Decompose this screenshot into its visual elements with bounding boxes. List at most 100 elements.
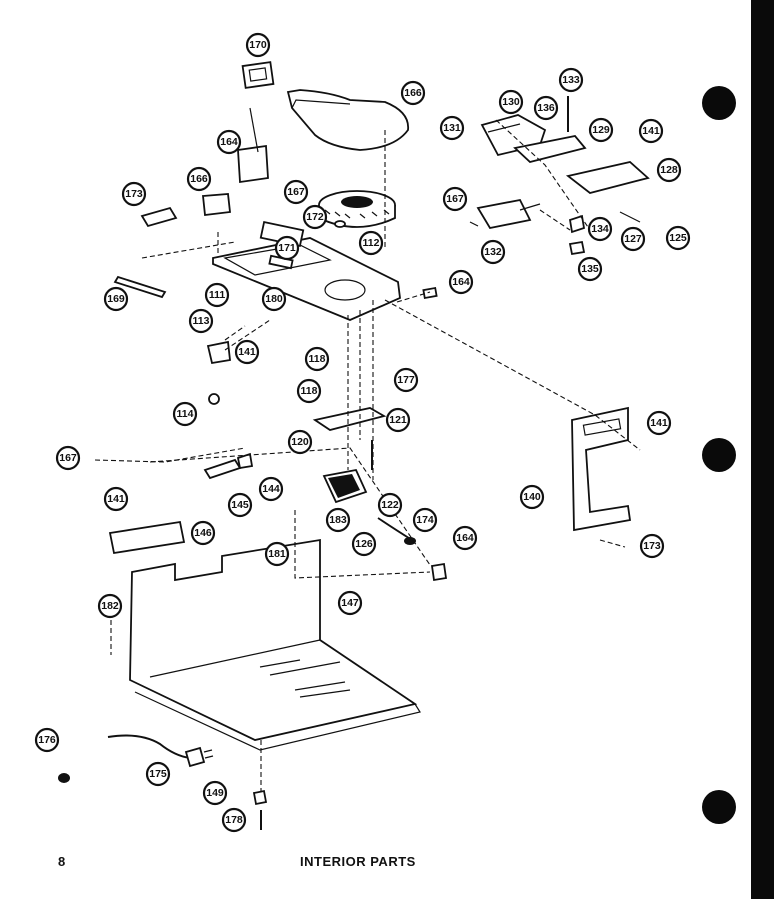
callout-164: 164 <box>452 525 478 551</box>
callout-176: 176 <box>34 727 60 753</box>
callout-125: 125 <box>665 225 691 251</box>
svg-text:175: 175 <box>149 768 167 780</box>
callout-146: 146 <box>190 520 216 546</box>
svg-text:141: 141 <box>650 417 668 429</box>
callout-166: 166 <box>186 166 212 192</box>
svg-text:132: 132 <box>484 246 502 258</box>
svg-text:182: 182 <box>101 600 119 612</box>
callout-122: 122 <box>377 492 403 518</box>
callout-121: 121 <box>385 407 411 433</box>
power-cord <box>107 734 214 768</box>
blower-housing <box>241 61 409 151</box>
callout-178: 178 <box>221 807 247 833</box>
leader-lines <box>94 107 641 792</box>
svg-text:166: 166 <box>190 173 208 185</box>
callout-164: 164 <box>216 129 242 155</box>
callout-113: 113 <box>188 308 214 334</box>
binder-edge <box>751 0 774 899</box>
svg-text:122: 122 <box>381 499 399 511</box>
svg-text:133: 133 <box>562 74 580 86</box>
page-number: 8 <box>58 854 66 869</box>
svg-text:173: 173 <box>125 188 143 200</box>
svg-text:167: 167 <box>287 186 305 198</box>
callout-147: 147 <box>337 590 363 616</box>
svg-text:114: 114 <box>177 408 194 420</box>
callout-141: 141 <box>103 486 129 512</box>
callout-167: 167 <box>55 445 81 471</box>
svg-text:145: 145 <box>231 499 249 511</box>
callout-145: 145 <box>227 492 253 518</box>
svg-text:135: 135 <box>581 263 599 275</box>
callout-171: 171 <box>274 235 300 261</box>
callout-141: 141 <box>646 410 672 436</box>
upper-left-plates <box>113 144 269 299</box>
callout-128: 128 <box>656 157 682 183</box>
svg-text:178: 178 <box>225 814 243 826</box>
svg-text:164: 164 <box>456 532 474 544</box>
svg-text:126: 126 <box>355 538 373 550</box>
fan-pulley <box>318 190 396 228</box>
svg-text:177: 177 <box>397 374 415 386</box>
svg-text:125: 125 <box>669 232 687 244</box>
svg-text:164: 164 <box>452 276 470 288</box>
svg-text:173: 173 <box>643 540 661 552</box>
svg-text:141: 141 <box>642 125 660 137</box>
callout-177: 177 <box>393 367 419 393</box>
callout-120: 120 <box>287 429 313 455</box>
callout-134: 134 <box>587 216 613 242</box>
svg-text:146: 146 <box>194 527 212 539</box>
callout-173: 173 <box>121 181 147 207</box>
callout-182: 182 <box>97 593 123 619</box>
bracket-113 <box>206 340 231 405</box>
svg-text:113: 113 <box>193 315 210 327</box>
svg-text:128: 128 <box>660 164 678 176</box>
lower-small-parts <box>58 452 448 830</box>
callouts: 170 166 164 166 167 173 172 171 112 169 … <box>34 32 691 833</box>
base-pan <box>129 538 421 751</box>
callout-167: 167 <box>442 186 468 212</box>
svg-text:166: 166 <box>404 87 422 99</box>
svg-text:180: 180 <box>265 293 283 305</box>
callout-183: 183 <box>325 507 351 533</box>
callout-129: 129 <box>588 117 614 143</box>
svg-text:183: 183 <box>329 514 347 526</box>
page-title: INTERIOR PARTS <box>300 854 416 869</box>
callout-141: 141 <box>234 339 260 365</box>
binder-hole <box>702 438 736 472</box>
svg-text:149: 149 <box>206 787 224 799</box>
side-bracket-140 <box>571 406 632 532</box>
svg-text:130: 130 <box>502 96 520 108</box>
callout-175: 175 <box>145 761 171 787</box>
svg-text:164: 164 <box>220 136 238 148</box>
svg-text:112: 112 <box>363 237 380 249</box>
svg-text:118: 118 <box>309 353 326 365</box>
callout-167: 167 <box>283 179 309 205</box>
binder-hole <box>702 790 736 824</box>
svg-text:144: 144 <box>262 483 280 495</box>
callout-133: 133 <box>558 67 584 93</box>
callout-118: 118 <box>296 378 322 404</box>
callout-141: 141 <box>638 118 664 144</box>
callout-169: 169 <box>103 286 129 312</box>
callout-114: 114 <box>172 401 198 427</box>
callout-181: 181 <box>264 541 290 567</box>
binder-hole <box>702 86 736 120</box>
callout-144: 144 <box>258 476 284 502</box>
svg-text:118: 118 <box>301 385 318 397</box>
svg-text:141: 141 <box>107 493 125 505</box>
svg-text:111: 111 <box>209 289 226 301</box>
svg-text:176: 176 <box>38 734 56 746</box>
svg-text:147: 147 <box>341 597 359 609</box>
callout-130: 130 <box>498 89 524 115</box>
callout-166: 166 <box>400 80 426 106</box>
svg-text:120: 120 <box>291 436 309 448</box>
callout-180: 180 <box>261 286 287 312</box>
callout-164: 164 <box>448 269 474 295</box>
svg-text:129: 129 <box>592 124 610 136</box>
callout-112: 112 <box>358 230 384 256</box>
callout-135: 135 <box>577 256 603 282</box>
svg-text:181: 181 <box>268 548 286 560</box>
callout-132: 132 <box>480 239 506 265</box>
callout-126: 126 <box>351 531 377 557</box>
motor-assembly <box>312 407 416 545</box>
